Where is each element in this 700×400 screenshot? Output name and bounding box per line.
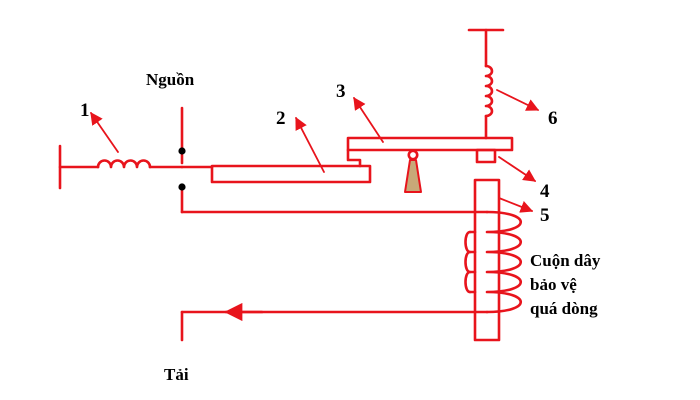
- coil-front-strokes: [464, 230, 477, 294]
- contact-hook: [346, 148, 362, 168]
- label-3: 3: [336, 81, 346, 102]
- callout-arrow-3: [353, 96, 384, 143]
- label-6: 6: [548, 108, 558, 129]
- label-source: Nguồn: [146, 70, 195, 89]
- inductor-1: [96, 159, 152, 169]
- source-terminal-top: [178, 147, 186, 155]
- callout-arrow-4: [498, 156, 537, 182]
- callout-arrow-2: [295, 116, 325, 173]
- fixed-contact-bar-2: [210, 164, 372, 184]
- callout-arrow-5: [498, 197, 534, 213]
- label-2: 2: [276, 108, 286, 129]
- coil-label-line2: bảo vệ: [530, 275, 577, 294]
- protection-coil: [485, 210, 522, 314]
- pivot-support: [404, 159, 422, 193]
- coil-label-line3: quá dòng: [530, 299, 598, 318]
- source-terminal-bottom: [178, 183, 186, 191]
- pivot-point: [407, 149, 419, 161]
- label-5: 5: [540, 205, 550, 226]
- callout-arrow-1: [90, 111, 119, 153]
- spring-6: [467, 28, 505, 140]
- label-1: 1: [80, 100, 90, 121]
- iron-core-5: [473, 178, 501, 342]
- armature-lever-3: [346, 136, 514, 152]
- coil-label-line1: Cuộn dây: [530, 251, 601, 270]
- ground-terminal: [58, 144, 100, 190]
- callout-arrow-6: [496, 89, 540, 111]
- label-4: 4: [540, 181, 550, 202]
- armature-piece-4: [475, 148, 497, 164]
- label-load: Tải: [164, 365, 189, 384]
